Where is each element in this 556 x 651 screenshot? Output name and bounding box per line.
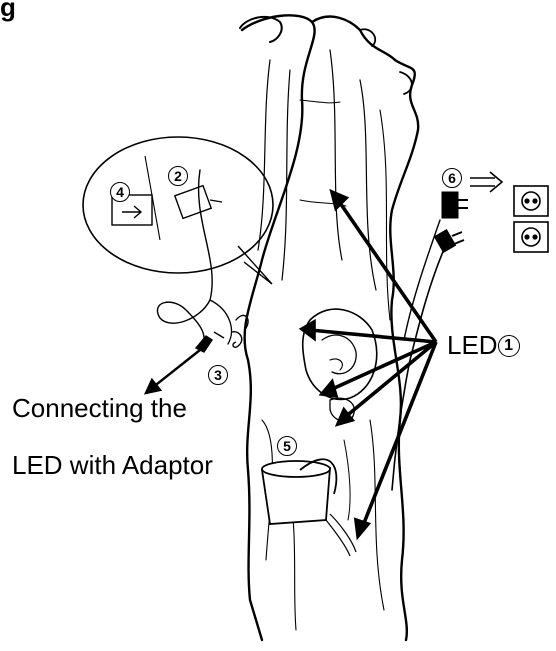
step-marker-5: 5 xyxy=(277,436,297,456)
led-marker: 1 xyxy=(498,337,520,354)
led-label-text: LED xyxy=(447,330,498,360)
figure-corner-label: g xyxy=(0,0,16,23)
step-marker-2: 2 xyxy=(168,166,188,186)
connecting-label-line2: LED with Adaptor xyxy=(12,450,213,481)
bucket-icon xyxy=(262,459,356,556)
arrow-icon xyxy=(470,172,502,192)
connecting-label-line1: Connecting the xyxy=(12,393,187,424)
step-marker-4: 4 xyxy=(110,182,130,202)
step-marker-3: 3 xyxy=(208,365,228,385)
step-marker-6: 6 xyxy=(442,168,462,188)
wall-socket-icon xyxy=(514,186,548,252)
